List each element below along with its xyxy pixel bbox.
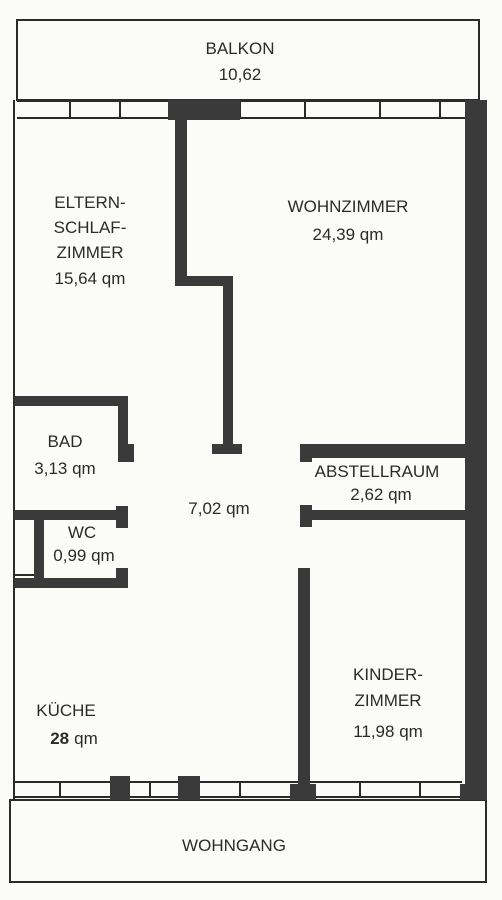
corridor-outline [9, 799, 487, 883]
room-kinderzimmer: KINDER- ZIMMER 11,98 qm [353, 665, 423, 741]
bedroom-living-wall-end [212, 444, 242, 454]
bath-right-wall [118, 396, 128, 462]
wc-left-wall [34, 510, 44, 588]
storage-bottom-wall [300, 510, 468, 520]
top-center-pillar [168, 100, 240, 120]
bottom-pillar-1 [110, 776, 130, 800]
kinder-name-line-2: ZIMMER [354, 691, 421, 710]
bottom-right-pillar [460, 784, 487, 800]
room-bad: BAD 3,13 qm [34, 432, 95, 478]
bottom-pillar-3 [290, 784, 316, 800]
bedroom-living-wall-jog [175, 276, 233, 286]
room-balkon: BALKON 10,62 [206, 39, 275, 84]
kids-room-left-wall [298, 568, 310, 800]
bath-door-jamb [118, 444, 134, 462]
wohngang-name: WOHNGANG [182, 836, 286, 855]
wc-door-jamb-top [116, 506, 128, 528]
kueche-area: 28 qm [50, 729, 98, 748]
bad-area: 3,13 qm [34, 459, 95, 478]
right-outer-wall [465, 100, 487, 800]
room-abstellraum: ABSTELLRAUM 2,62 qm [315, 462, 440, 504]
wc-bottom-wall [14, 578, 128, 588]
kueche-area-value: 28 [50, 729, 69, 748]
room-wohnzimmer: WOHNZIMMER 24,39 qm [288, 197, 409, 244]
schlaf-name-line-1: ELTERN- [54, 193, 125, 212]
schlaf-name-line-2: SCHLAF- [54, 218, 127, 237]
bath-wc-wall [14, 510, 128, 520]
kueche-name: KÜCHE [36, 701, 96, 720]
kinder-area: 11,98 qm [353, 722, 423, 741]
wohn-name: WOHNZIMMER [288, 197, 409, 216]
flur-area: 7,02 qm [188, 499, 249, 518]
kueche-area-unit: qm [74, 729, 98, 748]
bad-name: BAD [48, 432, 83, 451]
kinder-name-line-1: KINDER- [353, 665, 423, 684]
balkon-name: BALKON [206, 39, 275, 58]
storage-door-jamb-bottom [300, 505, 312, 527]
abstellraum-area: 2,62 qm [350, 485, 411, 504]
outline-lines [9, 19, 487, 883]
wc-name: WC [68, 523, 96, 542]
abstellraum-name: ABSTELLRAUM [315, 462, 440, 481]
bedroom-living-wall-upper [175, 118, 187, 286]
balkon-area: 10,62 [219, 65, 262, 84]
walls [14, 100, 487, 800]
balcony-outline [16, 19, 480, 101]
bath-top-wall [14, 396, 128, 406]
schlaf-name-line-3: ZIMMER [56, 243, 123, 262]
wc-door-jamb-bottom [116, 568, 128, 588]
top-window-mullions [69, 101, 441, 118]
wc-area: 0,99 qm [53, 546, 114, 565]
bottom-window-mullions [59, 782, 421, 797]
room-wohngang: WOHNGANG [182, 836, 286, 855]
wohn-area: 24,39 qm [313, 225, 384, 244]
bedroom-living-wall-lower [223, 276, 233, 446]
storage-door-jamb-top [300, 444, 312, 462]
storage-top-wall [300, 444, 468, 458]
room-wc: WC 0,99 qm [53, 523, 114, 565]
room-flur: 7,02 qm [188, 499, 249, 518]
schlaf-area: 15,64 qm [55, 269, 126, 288]
room-elternschlafzimmer: ELTERN- SCHLAF- ZIMMER 15,64 qm [54, 193, 127, 288]
bottom-pillar-2 [178, 776, 200, 800]
room-kueche: KÜCHE 28 qm [36, 701, 98, 748]
